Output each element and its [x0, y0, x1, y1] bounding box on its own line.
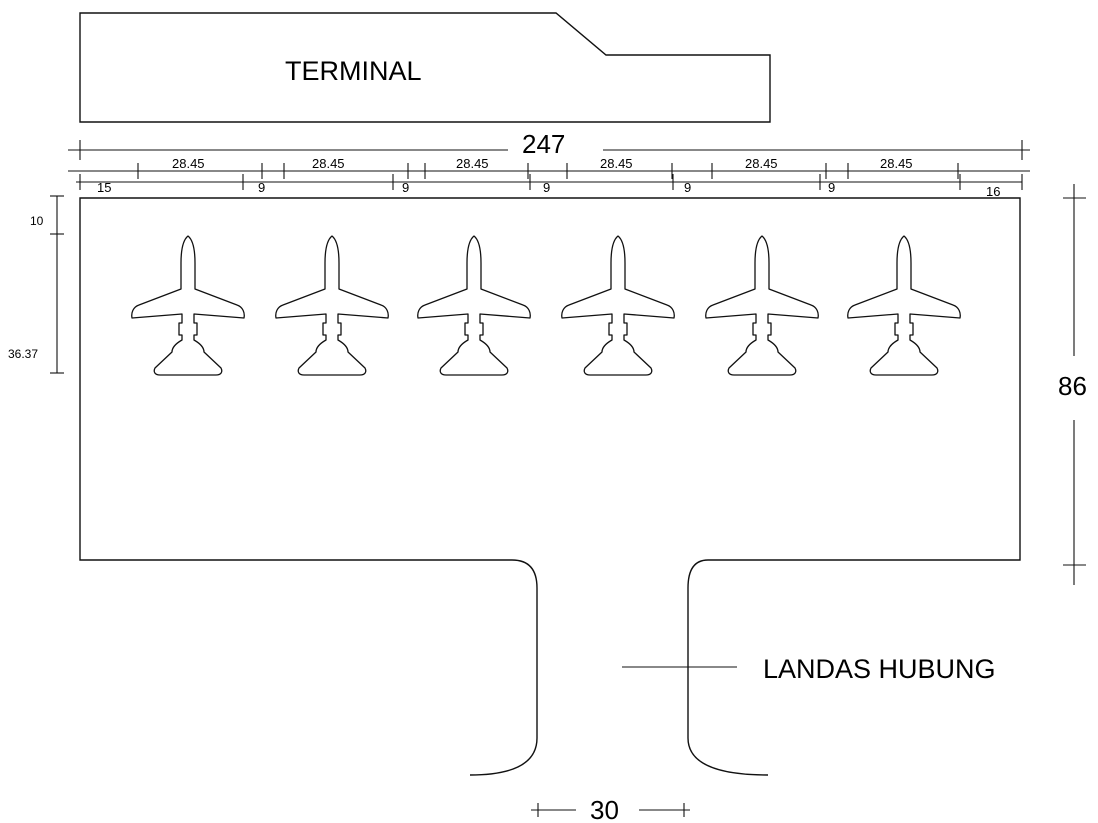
apron-depth-dimension: 86 [1058, 184, 1087, 585]
taxiway-width-label: 30 [590, 795, 619, 823]
airplane-icon [561, 235, 675, 376]
left-vertical-dimensions: 10 36.37 [8, 195, 64, 374]
terminal-building: TERMINAL [79, 12, 771, 123]
aircraft-gap-label: 9 [684, 180, 691, 195]
airplane-icon [131, 235, 245, 376]
stand-width-label: 28.45 [600, 156, 633, 171]
overall-width-dimension: 247 [68, 129, 1030, 160]
stand-width-label: 28.45 [745, 156, 778, 171]
apron-outline [79, 197, 1021, 776]
aircraft-row [131, 235, 961, 376]
aircraft-gap-label: 9 [828, 180, 835, 195]
aircraft-length-label: 36.37 [8, 347, 38, 361]
stand-width-label: 28.45 [880, 156, 913, 171]
overall-width-label: 247 [522, 129, 565, 159]
airplane-icon [847, 235, 961, 376]
airplane-icon [417, 235, 531, 376]
stand-width-label: 28.45 [456, 156, 489, 171]
airplane-icon [705, 235, 819, 376]
aircraft-gap-label: 9 [402, 180, 409, 195]
taxiway-label: LANDAS HUBUNG [763, 654, 996, 684]
taxiway-callout: LANDAS HUBUNG [622, 654, 996, 684]
airplane-icon [275, 235, 389, 376]
aircraft-gap-label: 9 [258, 180, 265, 195]
clearance-dimension: 15 9 9 9 9 9 16 [76, 174, 1023, 199]
terminal-label: TERMINAL [285, 56, 422, 86]
taxiway-width-dimension: 30 [531, 795, 690, 823]
apron-depth-label: 86 [1058, 371, 1087, 401]
aircraft-gap-label: 9 [543, 180, 550, 195]
top-margin-label: 10 [30, 214, 44, 228]
stand-width-label: 28.45 [312, 156, 345, 171]
stand-width-dimension: 28.45 28.45 28.45 28.45 28.45 28.45 [68, 156, 1030, 179]
right-clearance-label: 16 [986, 184, 1000, 199]
left-clearance-label: 15 [97, 180, 111, 195]
stand-width-label: 28.45 [172, 156, 205, 171]
